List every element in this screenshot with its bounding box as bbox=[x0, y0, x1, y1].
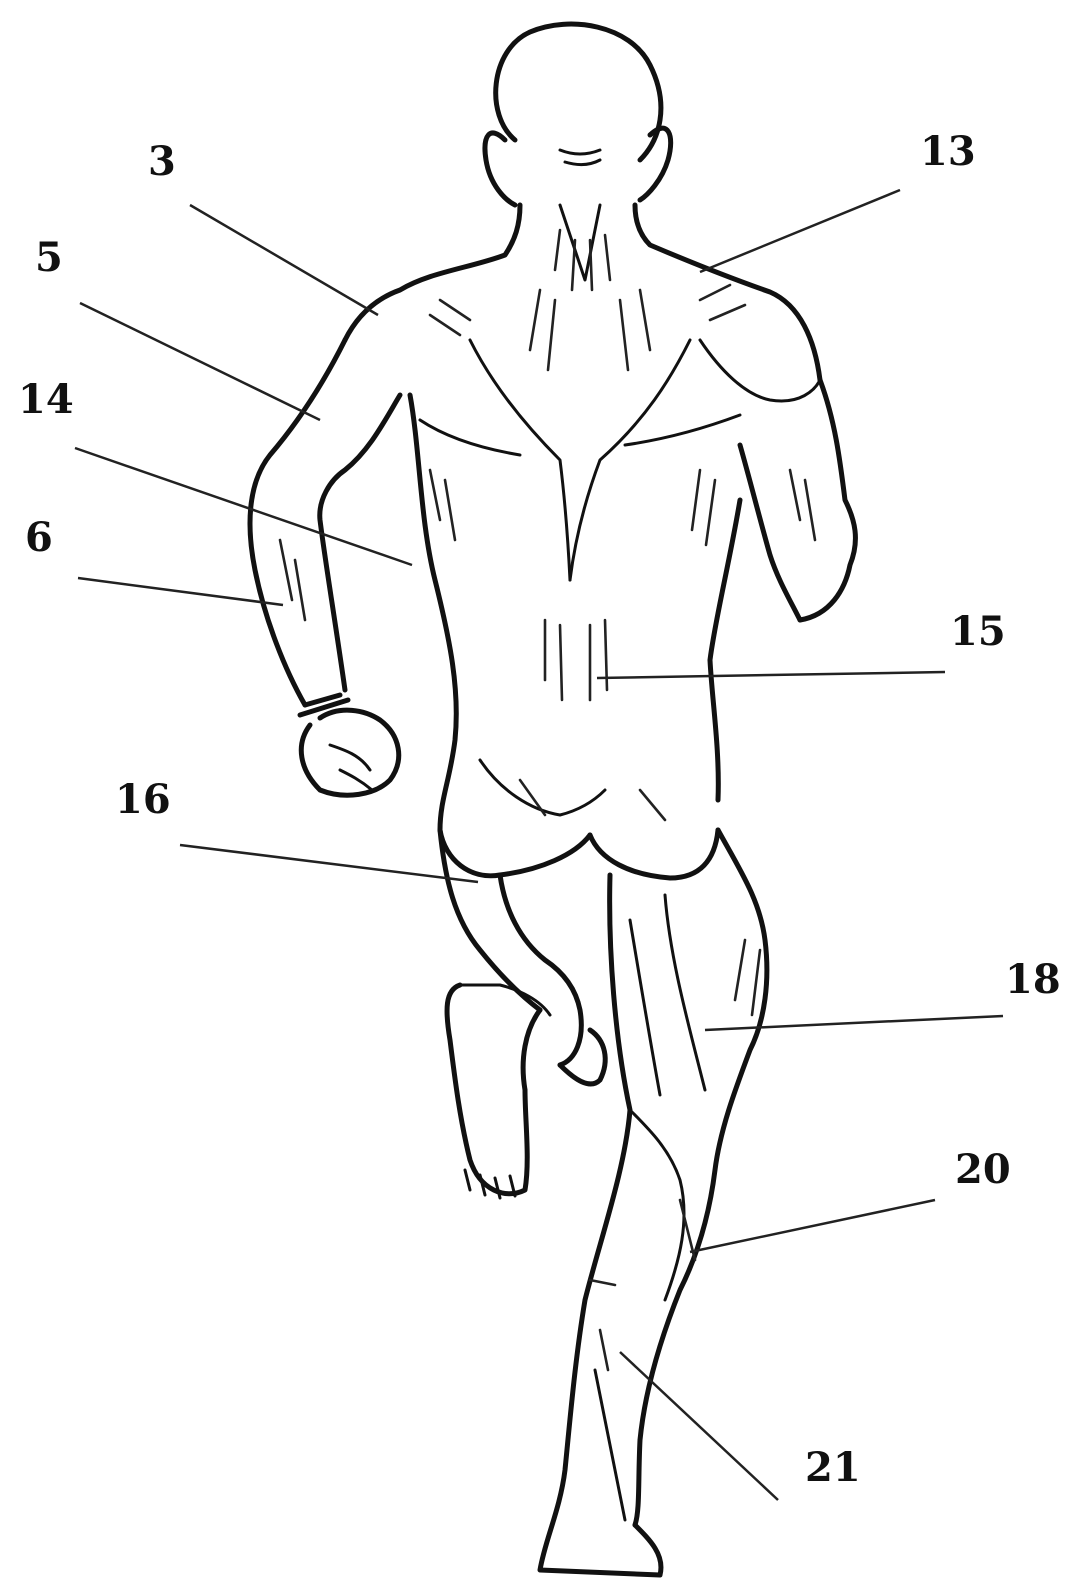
leader-16 bbox=[180, 845, 478, 882]
label-18: 18 bbox=[1005, 960, 1061, 1000]
bent-leg bbox=[440, 830, 605, 1198]
muscle-hatching bbox=[280, 230, 815, 1370]
label-3: 3 bbox=[148, 142, 176, 182]
label-5: 5 bbox=[35, 238, 63, 278]
left-arm bbox=[250, 340, 400, 795]
hips bbox=[440, 760, 718, 878]
leader-13 bbox=[700, 190, 900, 272]
label-21: 21 bbox=[805, 1448, 861, 1488]
label-6: 6 bbox=[25, 518, 53, 558]
torso bbox=[345, 205, 820, 830]
standing-leg bbox=[540, 830, 767, 1575]
leader-3 bbox=[190, 205, 378, 315]
label-20: 20 bbox=[955, 1150, 1011, 1190]
label-14: 14 bbox=[18, 380, 74, 420]
leader-20 bbox=[690, 1200, 935, 1252]
leader-6 bbox=[78, 578, 283, 605]
leader-5 bbox=[80, 303, 320, 420]
leader-18 bbox=[705, 1016, 1003, 1030]
leader-lines bbox=[75, 190, 1003, 1500]
leader-15 bbox=[597, 672, 945, 678]
leader-14 bbox=[75, 448, 412, 565]
head bbox=[485, 24, 671, 205]
label-13: 13 bbox=[920, 132, 976, 172]
label-15: 15 bbox=[950, 612, 1006, 652]
label-16: 16 bbox=[115, 780, 171, 820]
